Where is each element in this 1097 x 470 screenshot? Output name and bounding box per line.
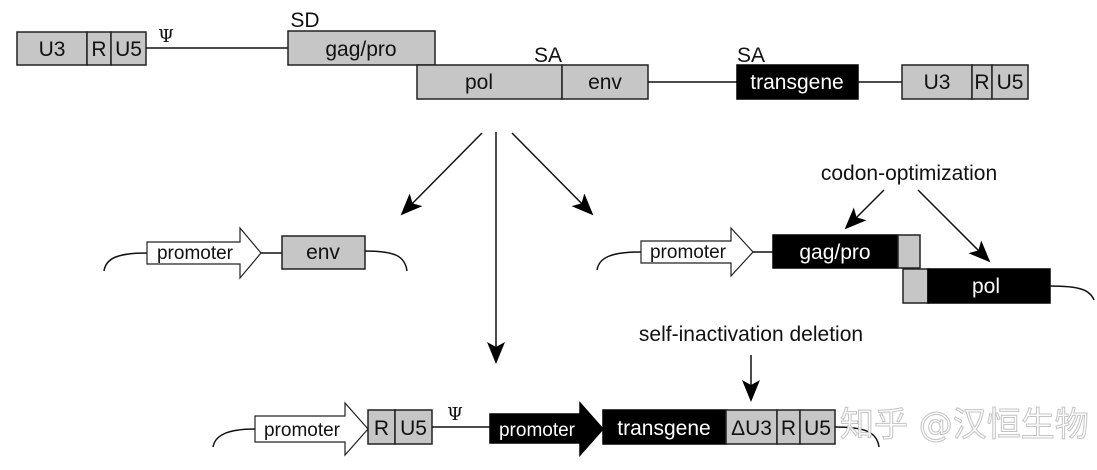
r-segment: [367, 409, 396, 445]
gag-pro-gene: [287, 30, 436, 66]
ltr-left: U3 R U5: [16, 31, 147, 66]
gag-pro-label: gag/pro: [325, 38, 396, 61]
internal-promoter-label: promoter: [499, 420, 576, 441]
sa-label-1: SA: [534, 44, 562, 67]
u3-label: U3: [39, 38, 66, 61]
u5-segment: [110, 31, 147, 66]
transgene-block: [736, 64, 859, 100]
transgene-label: transgene: [617, 417, 710, 440]
psi-packaging-signal: Ψ: [158, 26, 174, 47]
plasmid-backbone: [596, 251, 642, 271]
u3-label: U3: [924, 71, 951, 94]
env-label: env: [306, 241, 340, 264]
pol-label: pol: [465, 71, 493, 94]
r-label: R: [781, 417, 796, 440]
plasmid-backbone: [834, 426, 880, 448]
plasmid-backbone: [1049, 285, 1095, 301]
packaging-construct: codon-optimization promoter gag/pro pol: [596, 162, 1095, 304]
arrow-to-pol: [917, 189, 991, 263]
pol-label: pol: [972, 275, 1000, 298]
transgene-label: transgene: [750, 71, 843, 94]
promoter-label: promoter: [264, 420, 341, 441]
self-inactivation-annotation: self-inactivation deletion: [639, 323, 863, 346]
plasmid-backbone: [364, 250, 408, 272]
gag-pro-overlap: [897, 234, 921, 269]
plasmid-backbone: [212, 428, 256, 448]
split-arrows: [400, 132, 594, 364]
promoter-label: promoter: [650, 242, 727, 263]
arrow-to-packaging-construct: [511, 132, 594, 216]
u5-segment: [991, 64, 1029, 100]
env-construct: promoter env: [103, 226, 408, 280]
u5-segment: [394, 409, 433, 445]
internal-promoter-arrow: [489, 401, 605, 457]
arrow-to-gag-pro: [844, 189, 885, 230]
r-segment: [86, 31, 112, 66]
arrow-to-env-construct: [400, 132, 483, 216]
codon-optimization-annotation: codon-optimization: [821, 162, 997, 185]
env-label: env: [588, 71, 622, 94]
pol-overlap: [902, 268, 929, 304]
promoter-arrow-external: [254, 401, 369, 457]
pol-gene-optimized: [927, 268, 1051, 304]
u5-label: U5: [115, 38, 142, 61]
promoter-arrow: [640, 226, 754, 278]
sa-label-2: SA: [737, 44, 765, 67]
gag-pro-gene-optimized: [772, 234, 899, 269]
u5-label: U5: [997, 71, 1024, 94]
promoter-label: promoter: [157, 243, 234, 264]
r-label: R: [374, 417, 389, 440]
transgene-block: [602, 409, 727, 445]
gag-pro-label: gag/pro: [799, 241, 870, 264]
u3-segment: [16, 31, 88, 66]
u3-segment: [901, 64, 973, 100]
u5-label: U5: [804, 417, 831, 440]
r-label: R: [974, 71, 989, 94]
sd-label: SD: [290, 9, 319, 32]
delta-u3-label: ΔU3: [731, 417, 772, 440]
transfer-construct: self-inactivation deletion promoter R U5…: [212, 323, 880, 457]
env-gene: [281, 235, 366, 270]
u5-label: U5: [400, 417, 427, 440]
r-label: R: [91, 38, 106, 61]
plasmid-backbone: [103, 252, 148, 272]
ltr-right: U3 R U5: [901, 64, 1029, 100]
top-construct: U3 R U5 Ψ SD gag/pro pol SA env SA trans…: [16, 9, 1029, 100]
promoter-arrow: [146, 226, 262, 280]
watermark: 知乎 @汉恒生物: [840, 405, 1089, 445]
psi-packaging-signal: Ψ: [447, 404, 463, 425]
